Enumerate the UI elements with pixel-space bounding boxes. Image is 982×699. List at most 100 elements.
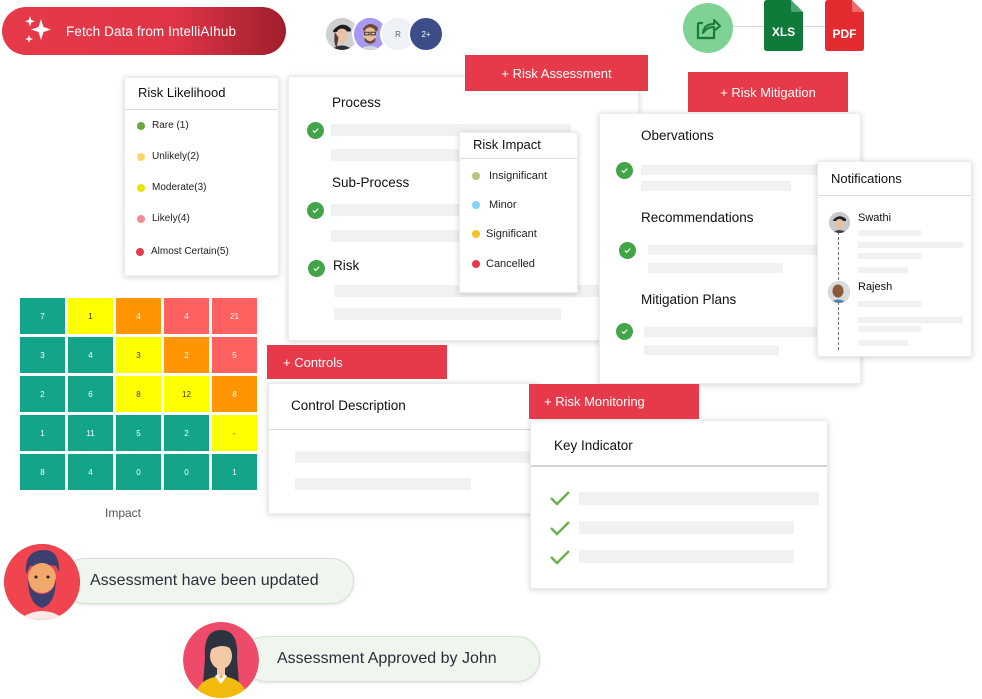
heatmap-cell[interactable]: 2	[164, 337, 209, 373]
amber-dot-icon	[472, 230, 480, 238]
legend-item: Cancelled	[472, 258, 535, 270]
heatmap-cell[interactable]: 4	[68, 454, 113, 490]
heatmap-cell[interactable]: 3	[116, 337, 161, 373]
pink-dot-icon	[137, 214, 145, 223]
card-header: Key Indicator	[531, 421, 827, 467]
placeholder-bar	[858, 267, 908, 273]
card-header: Notifications	[818, 162, 971, 196]
placeholder-bar	[641, 165, 821, 175]
heatmap-cell[interactable]: 11	[68, 415, 113, 451]
heatmap-cell[interactable]: 8	[116, 376, 161, 412]
notification-avatar-rajesh[interactable]	[828, 281, 850, 303]
check-circle-icon	[308, 260, 325, 277]
placeholder-bar	[648, 263, 783, 273]
notification-avatar-swathi[interactable]	[829, 212, 850, 233]
fetch-data-label: Fetch Data from IntelliAIhub	[66, 23, 237, 39]
avatar-more-count[interactable]: 2+	[408, 16, 444, 52]
check-circle-icon	[616, 323, 633, 340]
risk-likelihood-title: Risk Likelihood	[138, 85, 226, 100]
heatmap-cell[interactable]: 0	[164, 454, 209, 490]
heatmap-cell[interactable]: 2	[20, 376, 65, 412]
control-description-title: Control Description	[291, 398, 406, 413]
legend-label: Moderate(3)	[152, 182, 207, 193]
red-dot-icon	[472, 260, 480, 268]
legend-label: Cancelled	[486, 258, 535, 270]
share-icon	[696, 19, 721, 40]
card-header: Risk Likelihood	[125, 78, 278, 110]
risk-mitigation-tab-label: + Risk Mitigation	[720, 84, 816, 100]
placeholder-bar	[579, 521, 794, 534]
legend-label: Rare (1)	[152, 120, 189, 131]
heatmap-cell[interactable]: 4	[116, 298, 161, 334]
placeholder-bar	[858, 301, 921, 307]
heatmap-cell[interactable]: 8	[212, 376, 257, 412]
placeholder-bar	[331, 149, 461, 161]
legend-item: Almost Certain(5)	[136, 246, 229, 257]
heatmap-cell[interactable]: 7	[20, 298, 65, 334]
heatmap-cell[interactable]: 1	[212, 454, 257, 490]
bearded-man-avatar-icon	[4, 544, 80, 620]
xls-export-button[interactable]: XLS	[764, 0, 803, 51]
heatmap-cell[interactable]: 12	[164, 376, 209, 412]
checkmark-icon	[550, 521, 570, 536]
add-risk-assessment-button[interactable]: + Risk Assessment	[465, 55, 648, 91]
avatar-woman-cap[interactable]	[324, 16, 360, 52]
checkmark-icon	[550, 550, 570, 565]
legend-item: Likely(4)	[137, 213, 190, 224]
notifications-card: Notifications Swathi Rajesh	[817, 161, 972, 357]
man-photo-icon	[828, 281, 850, 303]
heatmap-cell[interactable]: 4	[68, 337, 113, 373]
toast-assessment-approved: Assessment Approved by John	[243, 636, 540, 682]
notification-name: Swathi	[858, 212, 892, 224]
avatar-initial-label: R	[395, 29, 401, 39]
heatmap-cell[interactable]: 6	[68, 376, 113, 412]
sub-process-title: Sub-Process	[332, 175, 410, 190]
controls-tab-label: + Controls	[283, 354, 343, 370]
card-header: Control Description	[269, 384, 537, 430]
key-indicator-title: Key Indicator	[554, 438, 633, 453]
placeholder-bar	[858, 253, 921, 259]
add-risk-monitoring-button[interactable]: + Risk Monitoring	[529, 384, 699, 419]
heatmap-cell[interactable]: 1	[20, 415, 65, 451]
avatar-count-label: 2+	[421, 29, 431, 39]
placeholder-bar	[644, 327, 820, 337]
toast-message: Assessment Approved by John	[277, 650, 497, 667]
check-circle-icon	[307, 122, 324, 139]
green-dot-icon	[137, 121, 145, 130]
heatmap-cell[interactable]: -	[212, 415, 257, 451]
legend-label: Almost Certain(5)	[151, 246, 229, 257]
heatmap-cell[interactable]: 2	[164, 415, 209, 451]
controls-card: Control Description	[268, 383, 538, 514]
pdf-export-button[interactable]: PDF	[825, 0, 864, 51]
legend-label: Minor	[489, 199, 517, 211]
pdf-file-icon	[825, 0, 864, 51]
toast-message: Assessment have been updated	[90, 572, 319, 589]
placeholder-bar	[858, 326, 921, 332]
placeholder-bar	[331, 230, 461, 242]
avatar-man-glasses[interactable]	[352, 16, 388, 52]
legend-item: Insignificant	[472, 170, 547, 182]
heatmap-cell[interactable]: 21	[212, 298, 257, 334]
observations-title: Obervations	[641, 128, 714, 143]
fetch-data-button[interactable]: Fetch Data from IntelliAIhub	[2, 7, 286, 55]
sparkles-icon	[25, 16, 51, 43]
heatmap-x-label: Impact	[105, 506, 142, 520]
notification-name: Rajesh	[858, 281, 893, 293]
heatmap-cell[interactable]: 5	[212, 337, 257, 373]
heatmap-cell[interactable]: 3	[20, 337, 65, 373]
avatar-initial[interactable]: R	[380, 16, 416, 52]
legend-label: Significant	[486, 228, 537, 240]
risk-title: Risk	[333, 258, 360, 273]
xls-label: XLS	[771, 25, 796, 39]
legend-item: Unlikely(2)	[137, 151, 199, 162]
add-controls-button[interactable]: + Controls	[267, 345, 447, 379]
add-risk-mitigation-button[interactable]: + Risk Mitigation	[688, 72, 848, 112]
connector-line	[730, 26, 770, 27]
heatmap-cell[interactable]: 1	[68, 298, 113, 334]
heatmap-cell[interactable]: 5	[116, 415, 161, 451]
heatmap-cell[interactable]: 8	[20, 454, 65, 490]
share-button[interactable]	[683, 3, 733, 53]
heatmap-cell[interactable]: 4	[164, 298, 209, 334]
heatmap-cell[interactable]: 0	[116, 454, 161, 490]
